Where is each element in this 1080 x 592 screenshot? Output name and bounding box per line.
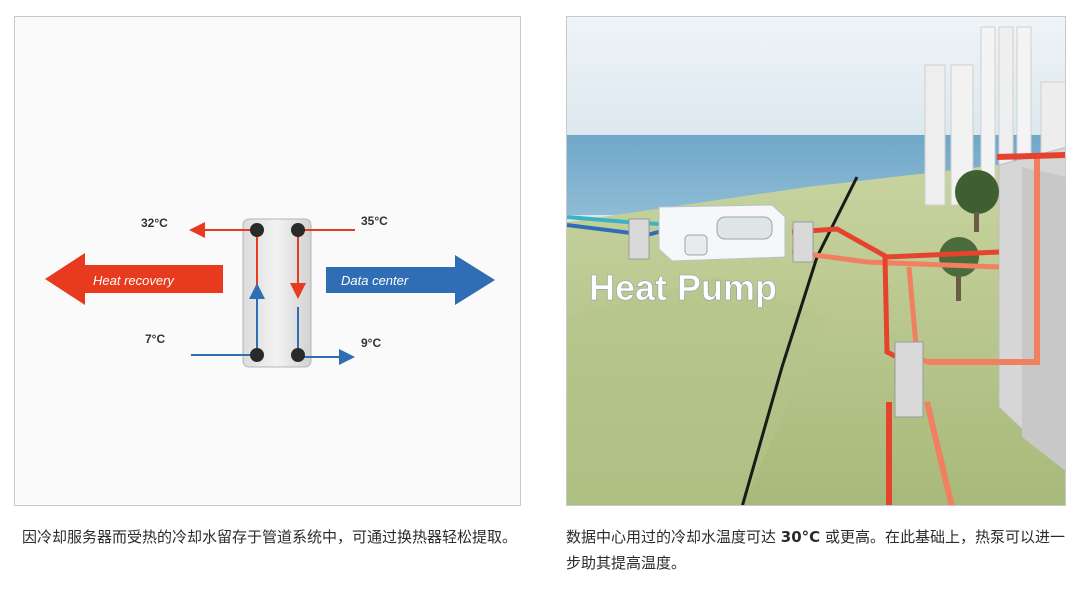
heat-exchanger-right [792, 221, 814, 263]
heat-exchanger-left [628, 218, 650, 260]
heat-exchanger-diagram-panel: Heat recovery Data center 32°C 35°C 7°C … [14, 16, 521, 506]
port-bottom-left [250, 348, 264, 362]
heat-pump-compressor [716, 216, 773, 240]
heat-recovery-arrow [45, 253, 223, 305]
city-tower [924, 64, 946, 206]
right-caption-before: 数据中心用过的冷却水温度可达 [566, 528, 781, 546]
temp-7: 7°C [145, 332, 165, 346]
tree-trunk [956, 275, 961, 301]
heat-exchanger-bottom [894, 341, 924, 418]
tree [939, 237, 979, 277]
right-caption-temperature: 30°C [780, 528, 821, 546]
temp-35: 35°C [361, 214, 388, 228]
ground-slope [567, 277, 827, 505]
port-top-right [291, 223, 305, 237]
tree [955, 170, 999, 214]
temp-9: 9°C [361, 336, 381, 350]
right-caption: 数据中心用过的冷却水温度可达 30°C 或更高。在此基础上，热泵可以进一步助其提… [566, 524, 1066, 576]
building-side [1022, 167, 1065, 471]
heat-pump-motor [684, 234, 708, 256]
heat-pump-label: Heat Pump [589, 267, 777, 308]
hot-pipe [791, 226, 1000, 260]
port-bottom-right [291, 348, 305, 362]
temp-32: 32°C [141, 216, 168, 230]
heat-recovery-label: Heat recovery [93, 273, 175, 288]
heat-exchanger-diagram: Heat recovery Data center 32°C 35°C 7°C … [45, 214, 495, 368]
tree-trunk [974, 212, 979, 232]
warm-pipe [791, 249, 1000, 270]
exchanger-plate [242, 218, 312, 368]
port-top-left [250, 223, 264, 237]
pipe-to-building-hot [996, 152, 1065, 160]
pipe-to-building [927, 157, 1040, 365]
warm-pipe-down [924, 401, 955, 505]
cable-line [741, 176, 859, 505]
right-caption-after: 或更高。在此基础上，热泵可以进一步助其提高温度。 [566, 528, 1065, 572]
left-caption: 因冷却服务器而受热的冷却水留存于管道系统中，可通过换热器轻松提取。 [22, 528, 518, 546]
data-center-arrow [326, 255, 495, 305]
heat-pump-scene-panel: Heat Pump [566, 16, 1066, 506]
heat-pump-scene: Heat Pump [567, 17, 1065, 505]
data-center-label: Data center [341, 273, 409, 288]
